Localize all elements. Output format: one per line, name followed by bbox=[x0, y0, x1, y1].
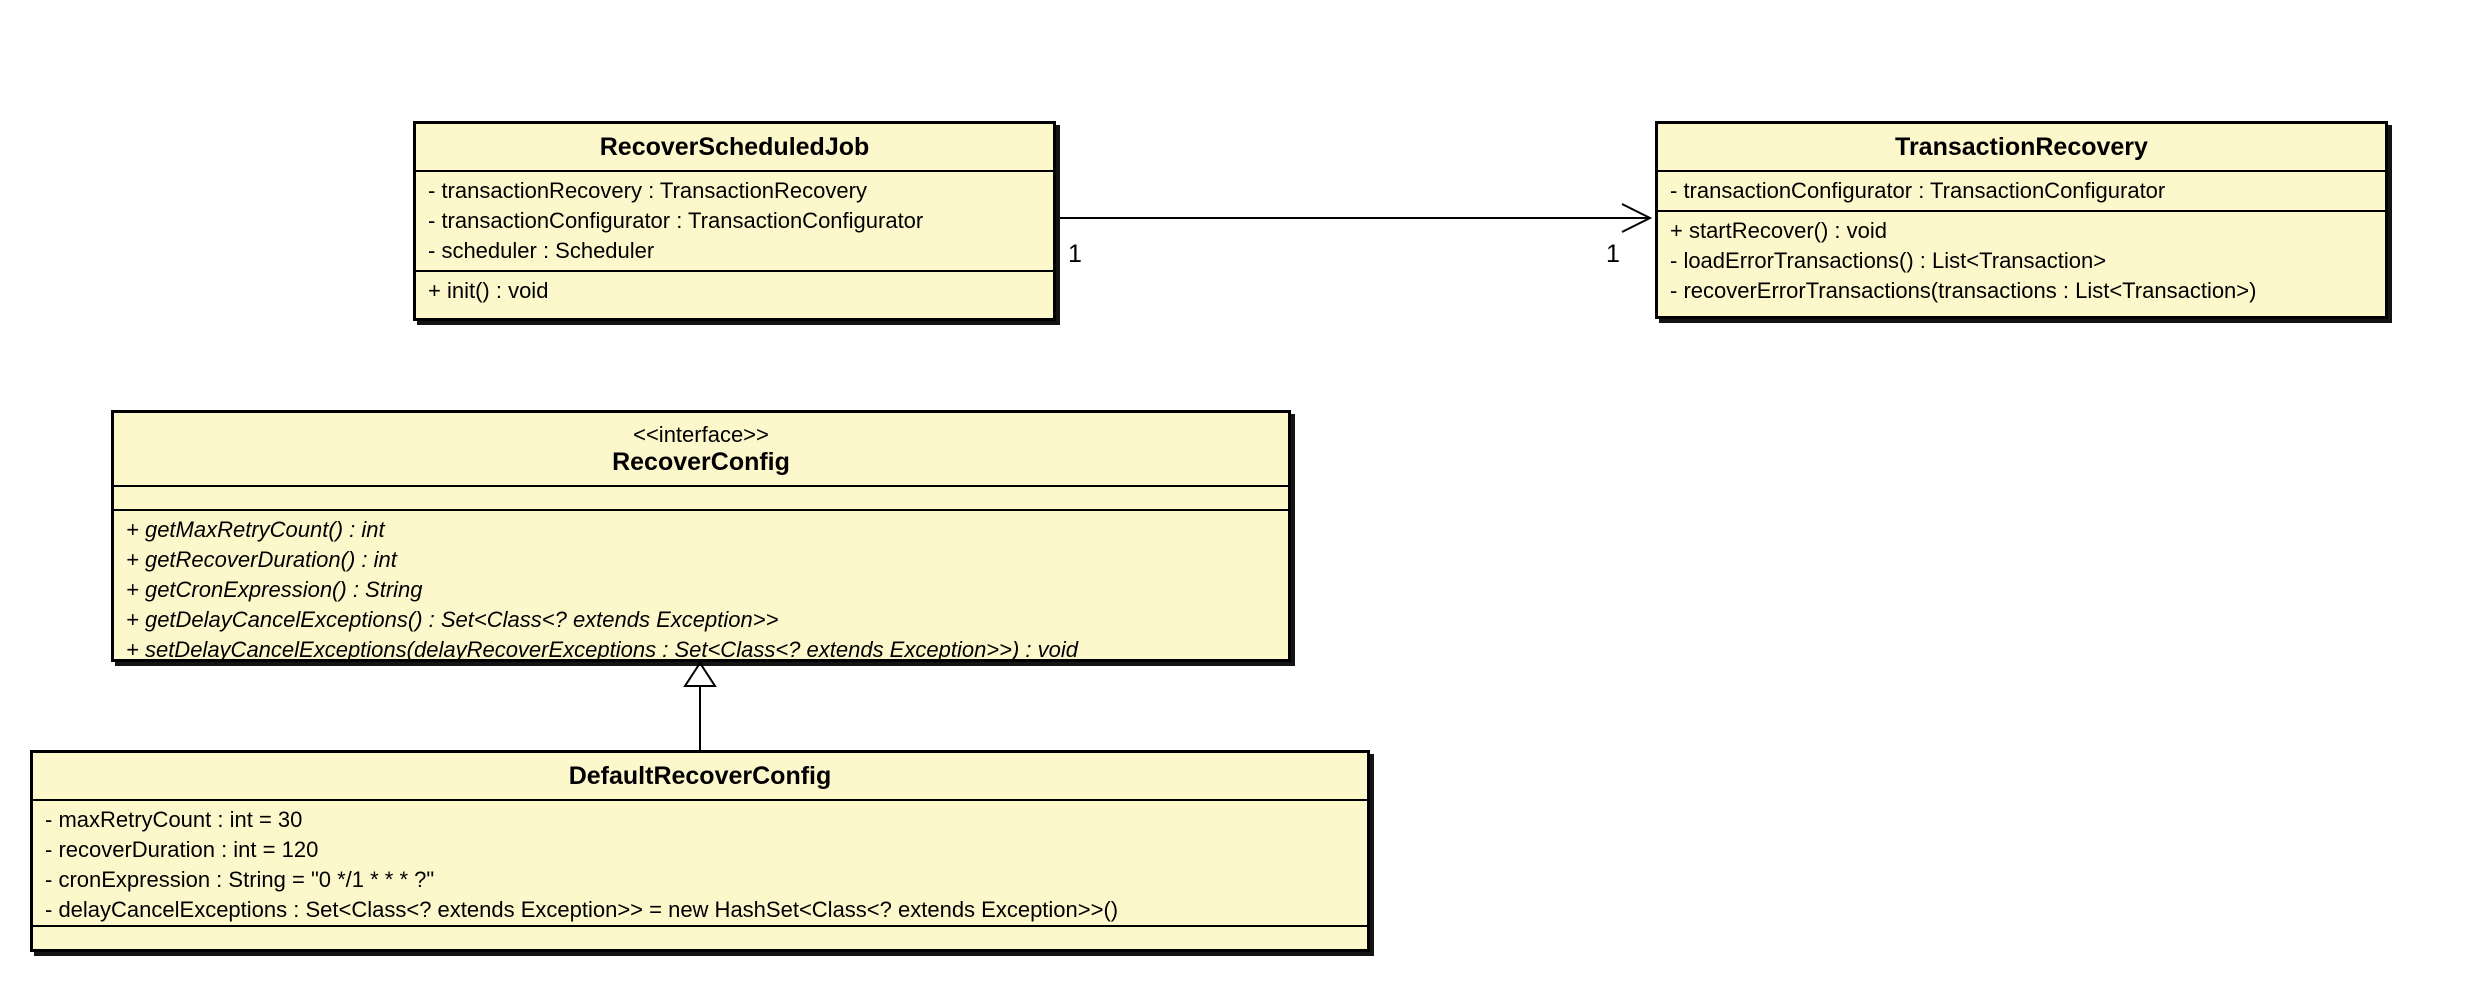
class-title: DefaultRecoverConfig bbox=[33, 753, 1367, 799]
class-member: - maxRetryCount : int = 30 bbox=[45, 807, 303, 832]
methods-compartment: + startRecover() : void - loadErrorTransa… bbox=[1658, 210, 2385, 316]
interface-box-recover-config[interactable]: <<interface>> RecoverConfig + getMaxRetr… bbox=[111, 410, 1291, 662]
association-target-multiplicity: 1 bbox=[1606, 240, 1620, 268]
methods-compartment: + getMaxRetryCount() : int + getRecoverDu… bbox=[114, 509, 1288, 659]
class-box-transaction-recovery[interactable]: TransactionRecovery - transactionConfigu… bbox=[1655, 121, 2388, 319]
class-member: + getMaxRetryCount() : int bbox=[126, 517, 385, 542]
class-name: RecoverConfig bbox=[612, 448, 790, 476]
class-member: - recoverErrorTransactions(transactions … bbox=[1670, 278, 2257, 303]
class-member: - transactionConfigurator : TransactionC… bbox=[428, 208, 924, 233]
class-name: TransactionRecovery bbox=[1895, 133, 2148, 161]
class-member: + getDelayCancelExceptions() : Set<Class… bbox=[126, 607, 779, 632]
class-box-recover-scheduled-job[interactable]: RecoverScheduledJob - transactionRecover… bbox=[413, 121, 1056, 321]
class-name: DefaultRecoverConfig bbox=[568, 762, 832, 790]
class-title: TransactionRecovery bbox=[1658, 124, 2385, 170]
class-member: + getCronExpression() : String bbox=[126, 577, 423, 602]
class-member: + getRecoverDuration() : int bbox=[126, 547, 397, 572]
class-member: - scheduler : Scheduler bbox=[428, 238, 655, 263]
association-source-multiplicity: 1 bbox=[1068, 240, 1082, 268]
class-member: + startRecover() : void bbox=[1670, 218, 1888, 243]
realization-line bbox=[683, 661, 717, 750]
association-line bbox=[1060, 203, 1653, 233]
methods-compartment bbox=[33, 925, 1367, 949]
stereotype-label: <<interface>> bbox=[633, 422, 769, 447]
class-name: RecoverScheduledJob bbox=[599, 133, 870, 161]
class-member: - cronExpression : String = "0 */1 * * *… bbox=[45, 867, 435, 892]
attributes-compartment: - maxRetryCount : int = 30 - recoverDurat… bbox=[33, 799, 1367, 925]
methods-compartment: + init() : void bbox=[416, 270, 1053, 318]
attributes-compartment: - transactionConfigurator : TransactionC… bbox=[1658, 170, 2385, 210]
open-arrowhead-icon bbox=[1621, 203, 1653, 233]
attributes-compartment: - transactionRecovery : TransactionRecov… bbox=[416, 170, 1053, 270]
class-member: - delayCancelExceptions : Set<Class<? ex… bbox=[45, 897, 1119, 922]
class-member: + setDelayCancelExceptions(delayRecoverE… bbox=[126, 637, 1079, 662]
class-member: - transactionRecovery : TransactionRecov… bbox=[428, 178, 867, 203]
class-box-default-recover-config[interactable]: DefaultRecoverConfig - maxRetryCount : i… bbox=[30, 750, 1370, 952]
class-member: - transactionConfigurator : TransactionC… bbox=[1670, 178, 2166, 203]
attributes-compartment bbox=[114, 485, 1288, 509]
class-title: <<interface>> RecoverConfig bbox=[114, 413, 1288, 485]
class-member: - recoverDuration : int = 120 bbox=[45, 837, 319, 862]
class-member: + init() : void bbox=[428, 278, 549, 303]
class-title: RecoverScheduledJob bbox=[416, 124, 1053, 170]
class-member: - loadErrorTransactions() : List<Transac… bbox=[1670, 248, 2107, 273]
hollow-triangle-arrowhead-icon bbox=[683, 661, 717, 687]
